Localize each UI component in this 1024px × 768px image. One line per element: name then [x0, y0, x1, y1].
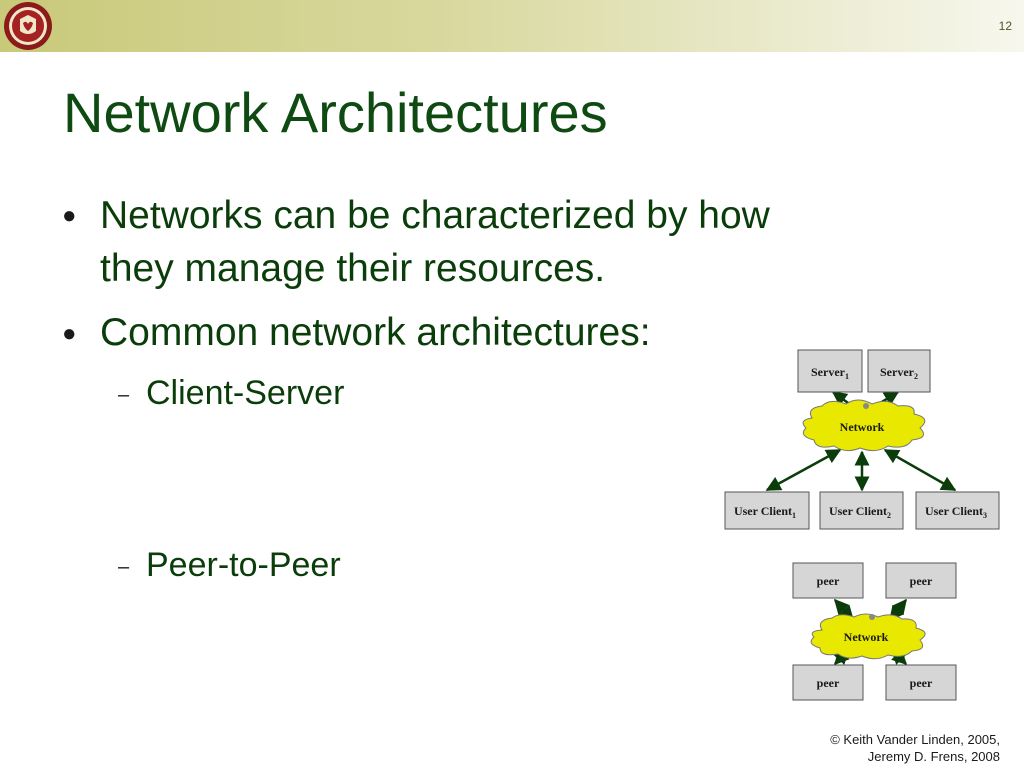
dash-marker: –	[118, 556, 130, 578]
dash-marker: –	[118, 384, 130, 406]
arrow	[765, 448, 842, 492]
server-2-label: Server2	[880, 365, 918, 381]
peer-node	[885, 664, 957, 701]
client-3-label: User Client3	[925, 504, 987, 520]
client-2-label: User Client2	[829, 504, 891, 520]
client-node	[819, 491, 904, 530]
top-banner	[0, 0, 1024, 52]
network-label: Network	[844, 630, 889, 644]
client-node	[724, 491, 810, 530]
server-1-label: Server1	[811, 365, 849, 381]
arrow	[883, 448, 957, 492]
connector-dot	[863, 403, 869, 409]
sub-bullet-client-server: Client-Server	[146, 374, 345, 412]
server-node	[867, 349, 931, 393]
copyright-footer: © Keith Vander Linden, 2005, Jeremy D. F…	[830, 731, 1000, 765]
network-cloud	[810, 613, 926, 660]
peer-node	[792, 562, 864, 599]
footer-line-2: Jeremy D. Frens, 2008	[867, 749, 1000, 764]
slide-number: 12	[998, 19, 1012, 33]
college-seal-logo	[4, 2, 52, 50]
bullet-marker: ●	[62, 320, 77, 347]
peer-to-peer-diagram: peer peer Network peer peer	[792, 562, 957, 701]
bullet-1-line-1: Networks can be characterized by how	[100, 194, 770, 237]
peer-label: peer	[817, 676, 840, 690]
bullet-1-line-2: they manage their resources.	[100, 247, 606, 290]
client-server-diagram: Server1 Server2 Network User Client1 Use…	[724, 349, 1000, 530]
network-cloud	[802, 399, 926, 452]
footer-line-1: © Keith Vander Linden, 2005,	[830, 732, 1000, 747]
server-node	[797, 349, 863, 393]
sub-bullet-peer-to-peer: Peer-to-Peer	[146, 546, 341, 584]
slide-title: Network Architectures	[63, 81, 608, 144]
peer-label: peer	[910, 574, 933, 588]
network-label: Network	[840, 420, 885, 434]
peer-label: peer	[817, 574, 840, 588]
peer-label: peer	[910, 676, 933, 690]
connector-dot	[869, 614, 875, 620]
bullet-2-line-1: Common network architectures:	[100, 311, 651, 354]
bullet-marker: ●	[62, 202, 77, 229]
peer-node	[885, 562, 957, 599]
peer-node	[792, 664, 864, 701]
client-node	[915, 491, 1000, 530]
client-1-label: User Client1	[734, 504, 796, 520]
